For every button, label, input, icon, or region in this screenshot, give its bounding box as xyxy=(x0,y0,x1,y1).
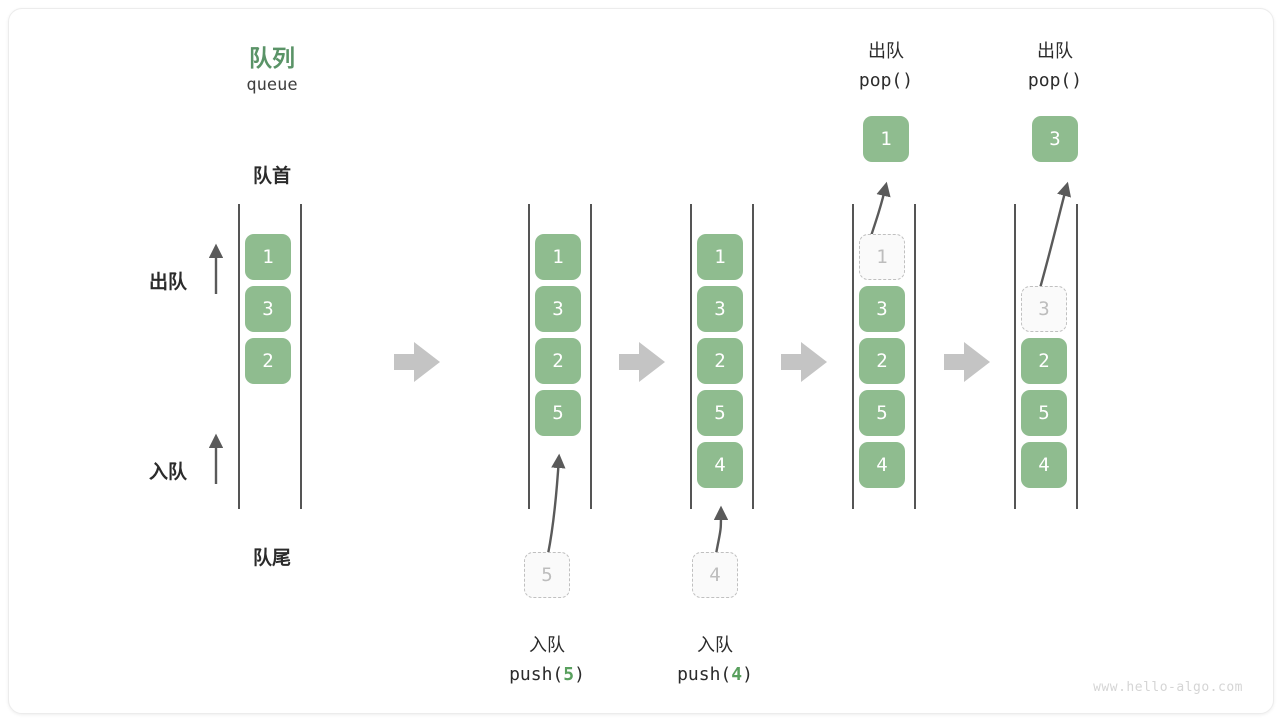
popped-cell: 1 xyxy=(863,116,909,162)
queue-cell: 5 xyxy=(697,390,743,436)
push-operation-code: push(5) xyxy=(482,664,612,685)
queue-tail-label: 队尾 xyxy=(252,548,291,569)
queue-cell: 3 xyxy=(245,286,291,332)
pop-operation-label-cn: 出队 xyxy=(868,41,904,61)
queue-cell: 4 xyxy=(697,442,743,488)
push-code-prefix: push( xyxy=(677,664,732,685)
queue-cell: 3 xyxy=(697,286,743,332)
queue-cell: 2 xyxy=(245,338,291,384)
queue-rail-left xyxy=(690,204,692,509)
queue-rail-left xyxy=(528,204,530,509)
incoming-ghost-cell: 4 xyxy=(692,552,738,598)
dequeue-side-label: 出队 xyxy=(149,272,188,293)
push-code-suffix: ) xyxy=(574,664,585,685)
site-watermark: www.hello-algo.com xyxy=(1093,680,1243,695)
step-arrow-4 xyxy=(944,342,990,382)
page-title-cn: 队列 xyxy=(249,45,295,71)
queue-cell: 5 xyxy=(859,390,905,436)
queue-cell: 1 xyxy=(245,234,291,280)
step-arrow-3 xyxy=(781,342,827,382)
queue-head-label: 队首 xyxy=(252,166,291,187)
queue-cell: 4 xyxy=(859,442,905,488)
push-code-prefix: push( xyxy=(509,664,564,685)
pop-operation-code: pop() xyxy=(1027,70,1083,91)
queue-cell: 2 xyxy=(697,338,743,384)
incoming-ghost-cell: 5 xyxy=(524,552,570,598)
queue-rail-right xyxy=(1076,204,1078,509)
push-code-value: 5 xyxy=(563,664,575,685)
queue-cell: 2 xyxy=(535,338,581,384)
queue-cell: 2 xyxy=(1021,338,1067,384)
queue-cell: 4 xyxy=(1021,442,1067,488)
step-arrow-1 xyxy=(394,342,440,382)
push-4-arrow xyxy=(713,505,729,555)
queue-rail-left xyxy=(1014,204,1016,509)
queue-cell: 1 xyxy=(535,234,581,280)
queue-rail-right xyxy=(300,204,302,509)
queue-cell: 3 xyxy=(859,286,905,332)
push-code-suffix: ) xyxy=(742,664,753,685)
push-operation-code: push(4) xyxy=(650,664,780,685)
queue-rail-right xyxy=(914,204,916,509)
push-operation-label-cn: 入队 xyxy=(697,635,733,655)
push-5-arrow xyxy=(546,453,566,555)
page-title-en: queue xyxy=(246,75,298,95)
pop-operation-label-cn: 出队 xyxy=(1037,41,1073,61)
popped-cell: 3 xyxy=(1032,116,1078,162)
step-arrow-2 xyxy=(619,342,665,382)
arrow-overlay xyxy=(208,181,1072,555)
queue-rail-right xyxy=(590,204,592,509)
diagram-card: 队列 queue 队首 队尾 出队 入队 1 3 2 1 3 2 5 5 入队 … xyxy=(8,8,1274,714)
queue-rail-left xyxy=(238,204,240,509)
queue-cell: 5 xyxy=(1021,390,1067,436)
push-operation-label-cn: 入队 xyxy=(529,635,565,655)
queue-rail-left xyxy=(852,204,854,509)
enqueue-side-label: 入队 xyxy=(149,462,188,483)
queue-cell: 1 xyxy=(697,234,743,280)
queue-cell-ghost: 3 xyxy=(1021,286,1067,332)
pop-operation-code: pop() xyxy=(858,70,914,91)
queue-rail-right xyxy=(752,204,754,509)
push-code-value: 4 xyxy=(731,664,743,685)
queue-cell: 2 xyxy=(859,338,905,384)
queue-cell: 3 xyxy=(535,286,581,332)
queue-cell: 5 xyxy=(535,390,581,436)
queue-cell-ghost: 1 xyxy=(859,234,905,280)
